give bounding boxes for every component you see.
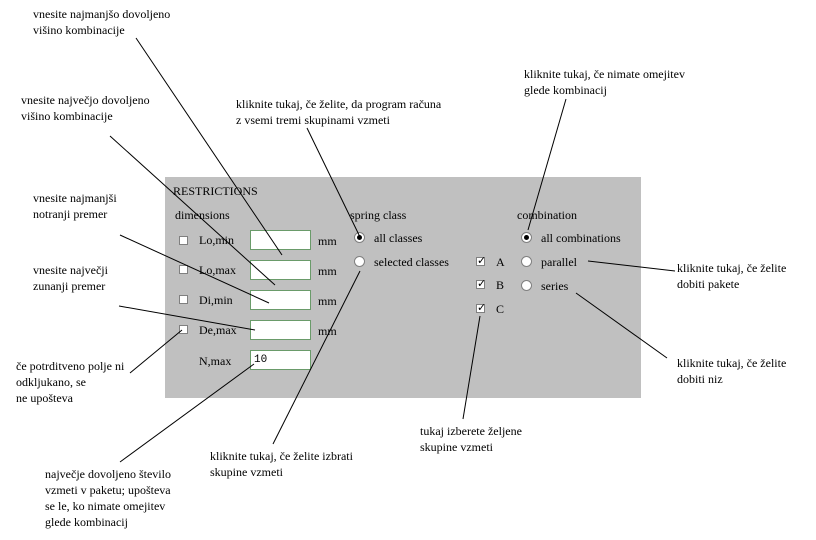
class-c-checkbox[interactable]: ✓ — [476, 301, 487, 314]
de-max-checkbox[interactable] — [179, 325, 188, 334]
checkmark-icon: ✓ — [477, 277, 487, 290]
di-min-unit: mm — [318, 294, 337, 308]
parallel-label: parallel — [541, 255, 577, 269]
class-b-checkbox[interactable]: ✓ — [476, 277, 487, 290]
annotation-max-outer-diameter: vnesite največji zunanji premer — [33, 263, 108, 293]
lo-max-label: Lo,max — [199, 263, 236, 277]
all-combinations-radio[interactable] — [521, 232, 532, 243]
series-radio[interactable] — [521, 280, 532, 291]
annotation-max-springs: največje dovoljeno število vzmeti v pake… — [45, 467, 171, 529]
panel-title: RESTRICTIONS — [173, 184, 258, 198]
series-label: series — [541, 279, 569, 293]
n-max-input[interactable]: 10 — [250, 350, 311, 370]
de-max-input[interactable] — [250, 320, 311, 340]
class-c-label: C — [496, 302, 505, 316]
di-min-input[interactable] — [250, 290, 311, 310]
checkmark-icon: ✓ — [477, 301, 487, 314]
de-max-label: De,max — [199, 323, 237, 337]
annotation-selected-classes: kliknite tukaj, če želite izbrati skupin… — [210, 449, 353, 479]
annotation-choose-groups: tukaj izberete željene skupine vzmeti — [420, 424, 522, 454]
annotation-no-restrictions: kliknite tukaj, če nimate omejitev glede… — [524, 67, 685, 97]
annotation-series: kliknite tukaj, če želite dobiti niz — [677, 356, 787, 386]
class-b-label: B — [496, 278, 505, 292]
parallel-radio[interactable] — [521, 256, 532, 267]
de-max-unit: mm — [318, 324, 337, 338]
class-a-checkbox[interactable]: ✓ — [476, 254, 487, 267]
selected-classes-label: selected classes — [374, 255, 449, 269]
selected-classes-radio[interactable] — [354, 256, 365, 267]
lo-max-checkbox[interactable] — [179, 265, 188, 274]
annotation-min-height: vnesite najmanjšo dovoljeno višino kombi… — [33, 7, 171, 37]
annotation-max-height: vnesite največjo dovoljeno višino kombin… — [21, 93, 150, 123]
all-classes-radio[interactable] — [354, 232, 365, 243]
dimensions-heading: dimensions — [175, 208, 230, 222]
selected-dot-icon — [357, 235, 362, 240]
lo-min-label: Lo,min — [199, 233, 234, 247]
class-a-label: A — [496, 255, 505, 269]
n-max-label: N,max — [199, 354, 232, 368]
lo-max-input[interactable] — [250, 260, 311, 280]
lo-min-input[interactable] — [250, 230, 311, 250]
selected-dot-icon — [524, 235, 529, 240]
di-min-checkbox[interactable] — [179, 295, 188, 304]
restrictions-panel: RESTRICTIONS dimensions Lo,min mm Lo,max… — [165, 177, 641, 398]
lo-min-checkbox[interactable] — [179, 236, 188, 245]
annotation-unchecked-ignored: če potrditveno polje ni odkljukano, se n… — [16, 359, 125, 405]
checkmark-icon: ✓ — [477, 254, 487, 267]
annotation-all-classes: kliknite tukaj, če želite, da program ra… — [236, 97, 442, 127]
di-min-label: Di,min — [199, 293, 233, 307]
lo-min-unit: mm — [318, 234, 337, 248]
all-classes-label: all classes — [374, 231, 423, 245]
all-combinations-label: all combinations — [541, 231, 621, 245]
annotation-min-inner-diameter: vnesite najmanjši notranji premer — [33, 191, 117, 221]
lo-max-unit: mm — [318, 264, 337, 278]
annotation-parallel: kliknite tukaj, če želite dobiti pakete — [677, 261, 787, 291]
spring-class-heading: spring class — [350, 208, 407, 222]
combination-heading: combination — [517, 208, 577, 222]
